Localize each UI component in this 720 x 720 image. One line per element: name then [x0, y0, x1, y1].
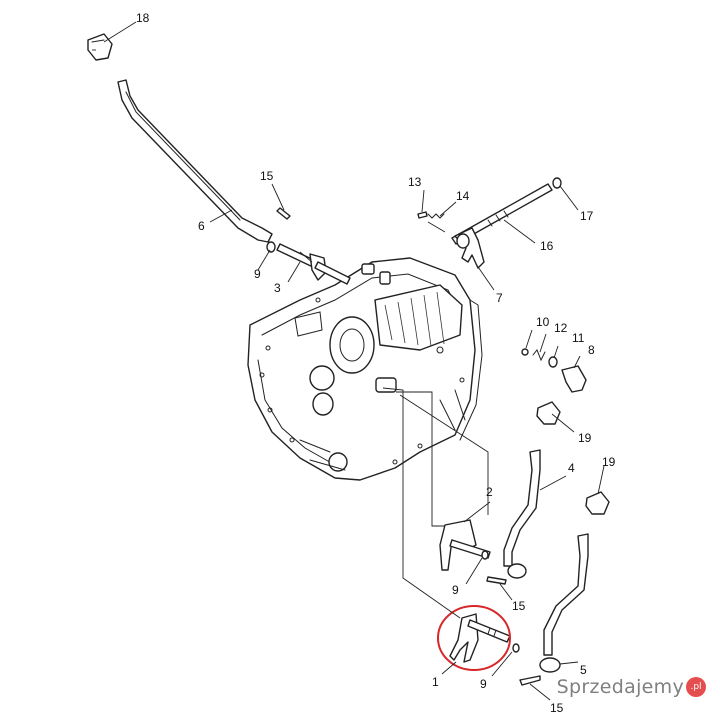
- callout-9-upper: 9: [254, 267, 261, 281]
- callout-14: 14: [456, 189, 470, 203]
- plug-8: [561, 365, 587, 393]
- callout-13: 13: [408, 175, 422, 189]
- callout-5: 5: [580, 663, 587, 677]
- spring-12: [532, 349, 546, 362]
- shaft-1-highlighted: [449, 613, 511, 663]
- guide-lines: [92, 49, 489, 619]
- callout-6: 6: [198, 219, 205, 233]
- gearbox-housing: [247, 257, 483, 481]
- knob-19-right-a: [536, 401, 561, 425]
- callout-19-b: 19: [602, 455, 616, 469]
- pin-15-mid: [486, 576, 507, 585]
- shaft-2: [439, 519, 491, 571]
- callout-15-mid: 15: [512, 599, 526, 613]
- leader-lines: [103, 21, 605, 701]
- callout-1: 1: [432, 675, 439, 689]
- watermark: Sprzedajemy .pl: [557, 676, 706, 698]
- lever-4: [503, 449, 541, 579]
- washer-9-lower: [512, 643, 520, 653]
- callout-2: 2: [486, 485, 493, 499]
- knob-18: [87, 33, 113, 61]
- pin-13: [417, 211, 428, 219]
- lever-6: [117, 79, 273, 243]
- lever-5: [539, 533, 589, 673]
- ball-10: [521, 348, 529, 356]
- callout-3: 3: [274, 281, 281, 295]
- callout-9-lower: 9: [480, 677, 487, 691]
- callout-17: 17: [580, 209, 594, 223]
- callout-11: 11: [572, 331, 585, 345]
- callout-labels: 18 15 6 13 14 17 16 9 3 7 10 12 11 8 19 …: [136, 11, 616, 715]
- watermark-badge: .pl: [686, 677, 706, 697]
- callout-8: 8: [588, 343, 595, 357]
- spring-14: [427, 213, 445, 219]
- shaft-3: [276, 243, 351, 285]
- selector-shaft-16: [451, 183, 553, 245]
- oring-11: [548, 356, 558, 368]
- callout-12: 12: [554, 321, 568, 335]
- washer-9-mid: [481, 550, 489, 560]
- fork-7: [454, 227, 485, 269]
- pin-15-upper: [276, 207, 291, 220]
- ring-17: [552, 177, 562, 189]
- callout-19-a: 19: [578, 431, 592, 445]
- callout-15-lower: 15: [550, 701, 564, 715]
- callout-10: 10: [536, 315, 550, 329]
- callout-4: 4: [568, 461, 575, 475]
- washer-9-upper: [266, 241, 276, 253]
- callout-15-upper: 15: [260, 169, 274, 183]
- callout-9-mid: 9: [452, 583, 459, 597]
- watermark-text: Sprzedajemy: [556, 676, 684, 698]
- knob-19-right-b: [585, 491, 610, 515]
- callout-7: 7: [496, 291, 503, 305]
- highlight-circle: [437, 605, 511, 671]
- callout-18: 18: [136, 11, 150, 25]
- callout-16: 16: [540, 239, 554, 253]
- pin-15-lower: [519, 675, 541, 686]
